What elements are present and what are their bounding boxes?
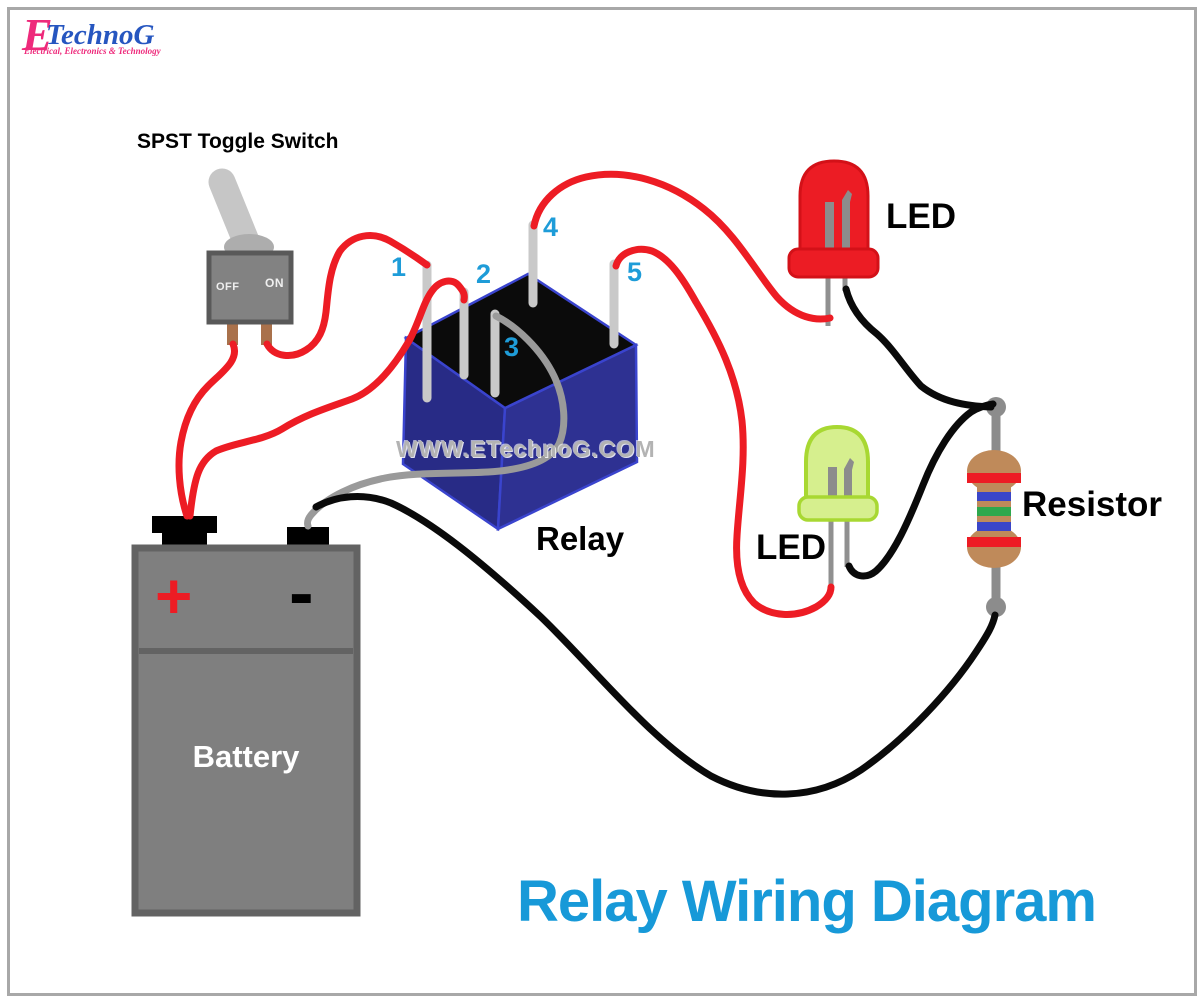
resistor-band-red-2 <box>967 537 1021 547</box>
resistor-band-blue-2 <box>977 522 1011 531</box>
toggle-switch <box>206 168 294 345</box>
led-green-electrode-right <box>844 458 854 499</box>
wire-red-battery-positive-to-pin2 <box>186 277 468 520</box>
wire-black-led-red-to-resistor <box>842 285 995 411</box>
wire-red-switch-to-battery-positive <box>175 340 238 520</box>
wire-black-battery-negative-to-resistor <box>312 493 999 798</box>
resistor <box>967 397 1021 617</box>
resistor-band-green <box>977 507 1011 516</box>
switch-title: SPST Toggle Switch <box>137 130 339 153</box>
wire-black-led-green-to-resistor <box>845 400 997 580</box>
page-border-frame <box>7 7 1197 996</box>
led-green-label: LED <box>756 528 826 567</box>
battery-plus-sign: + <box>155 560 193 632</box>
watermark: WWW.ETechnoG.COM <box>396 436 656 462</box>
led-red-electrode-left <box>825 202 834 249</box>
switch-terminal-left <box>227 320 238 345</box>
switch-lever <box>208 168 260 255</box>
relay-box <box>401 272 639 532</box>
led-green-electrode-left <box>828 467 837 499</box>
switch-off-label: OFF <box>216 281 240 293</box>
battery-body <box>131 544 361 917</box>
resistor-lead-bottom-knob <box>986 597 1006 617</box>
wires <box>175 170 999 798</box>
wire-gray-pin3-to-battery-negative <box>303 312 568 530</box>
relay-pin-label-5: 5 <box>627 257 643 287</box>
wire-red-switch-to-pin1 <box>263 232 431 359</box>
relay-label: Relay <box>536 520 625 557</box>
resistor-band-blue-1 <box>977 492 1011 501</box>
wire-red-pin5-to-led-green <box>612 245 835 618</box>
switch-terminal-right <box>261 320 272 345</box>
logo-initial: E <box>22 9 53 60</box>
page-title: Relay Wiring Diagram <box>517 869 1097 934</box>
wire-red-pin4-to-led-red <box>530 170 834 323</box>
resistor-band-red-1 <box>967 473 1021 483</box>
logo-tagline: Electrical, Electronics & Technology <box>24 46 161 56</box>
relay-pin-label-2: 2 <box>476 259 492 289</box>
battery-minus-sign: - <box>289 551 314 634</box>
switch-body <box>206 250 294 325</box>
led-green-flange <box>797 495 879 522</box>
led-red-flange <box>787 247 880 279</box>
led-green <box>797 424 879 586</box>
logo-name: TechnoG <box>46 19 155 51</box>
relay-pins <box>422 220 619 403</box>
relay-pin-label-4: 4 <box>543 212 559 242</box>
led-red-label: LED <box>886 197 956 236</box>
relay-pin-label-1: 1 <box>391 252 407 282</box>
battery <box>131 516 361 917</box>
battery-label: Battery <box>192 739 300 774</box>
resistor-label: Resistor <box>1022 485 1163 524</box>
led-red-electrode-right <box>842 190 852 249</box>
battery-positive-terminal <box>152 516 217 533</box>
relay-pin-label-3: 3 <box>504 332 520 362</box>
switch-on-label: ON <box>265 276 284 290</box>
led-red <box>787 159 880 326</box>
led-green-dome <box>804 424 870 502</box>
